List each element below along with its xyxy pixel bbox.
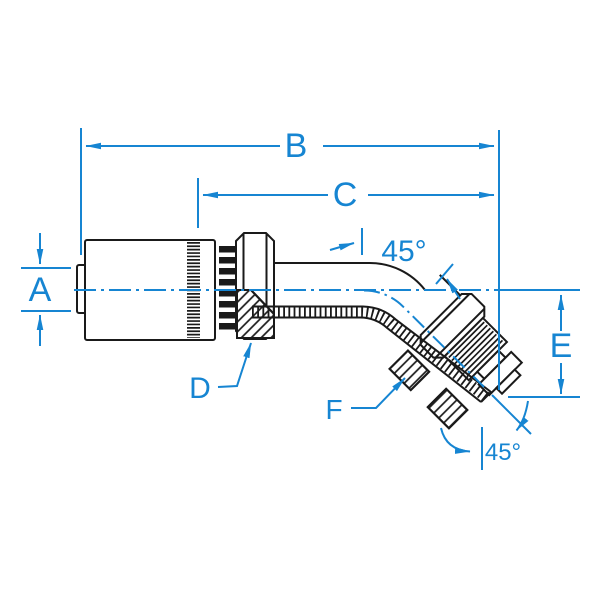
male-hex-facets	[419, 292, 486, 359]
male-threads	[448, 321, 504, 377]
tube-rib-edge-bottom	[252, 316, 482, 403]
tube-rib-edge-top	[252, 305, 492, 393]
callout-d-label: D	[189, 372, 211, 405]
angle-top-45: 45°	[329, 228, 461, 300]
dim-e: E	[500, 289, 580, 398]
angle-bottom-label: 45°	[485, 439, 521, 466]
tube-outer-wall	[274, 261, 426, 291]
angle-top-diagonal-tick	[435, 263, 454, 285]
callout-f: F	[325, 377, 406, 425]
angle-bottom-45: 45°	[440, 400, 529, 470]
dim-b-label: B	[285, 127, 308, 165]
dim-a: A	[21, 233, 71, 346]
angle-top-label: 45°	[381, 235, 426, 268]
end-step	[494, 368, 522, 396]
ribbed-tube-section	[252, 305, 492, 403]
tube-end-face	[480, 391, 492, 403]
dim-c: C	[202, 176, 495, 214]
dim-a-label: A	[29, 271, 52, 309]
centerline-bent	[363, 289, 485, 388]
nut-section-hatch	[236, 289, 275, 339]
male-end-45	[388, 274, 524, 430]
fitting-body	[76, 232, 524, 430]
dim-e-label: E	[550, 327, 573, 365]
tube-ribs	[252, 306, 490, 402]
dimensions: B C A E D	[21, 127, 580, 470]
dim-c-label: C	[333, 176, 358, 214]
dim-b: B	[85, 127, 495, 165]
callout-d: D	[189, 342, 252, 405]
callout-f-label: F	[325, 394, 342, 425]
lower-section-2-hatch	[426, 387, 469, 430]
